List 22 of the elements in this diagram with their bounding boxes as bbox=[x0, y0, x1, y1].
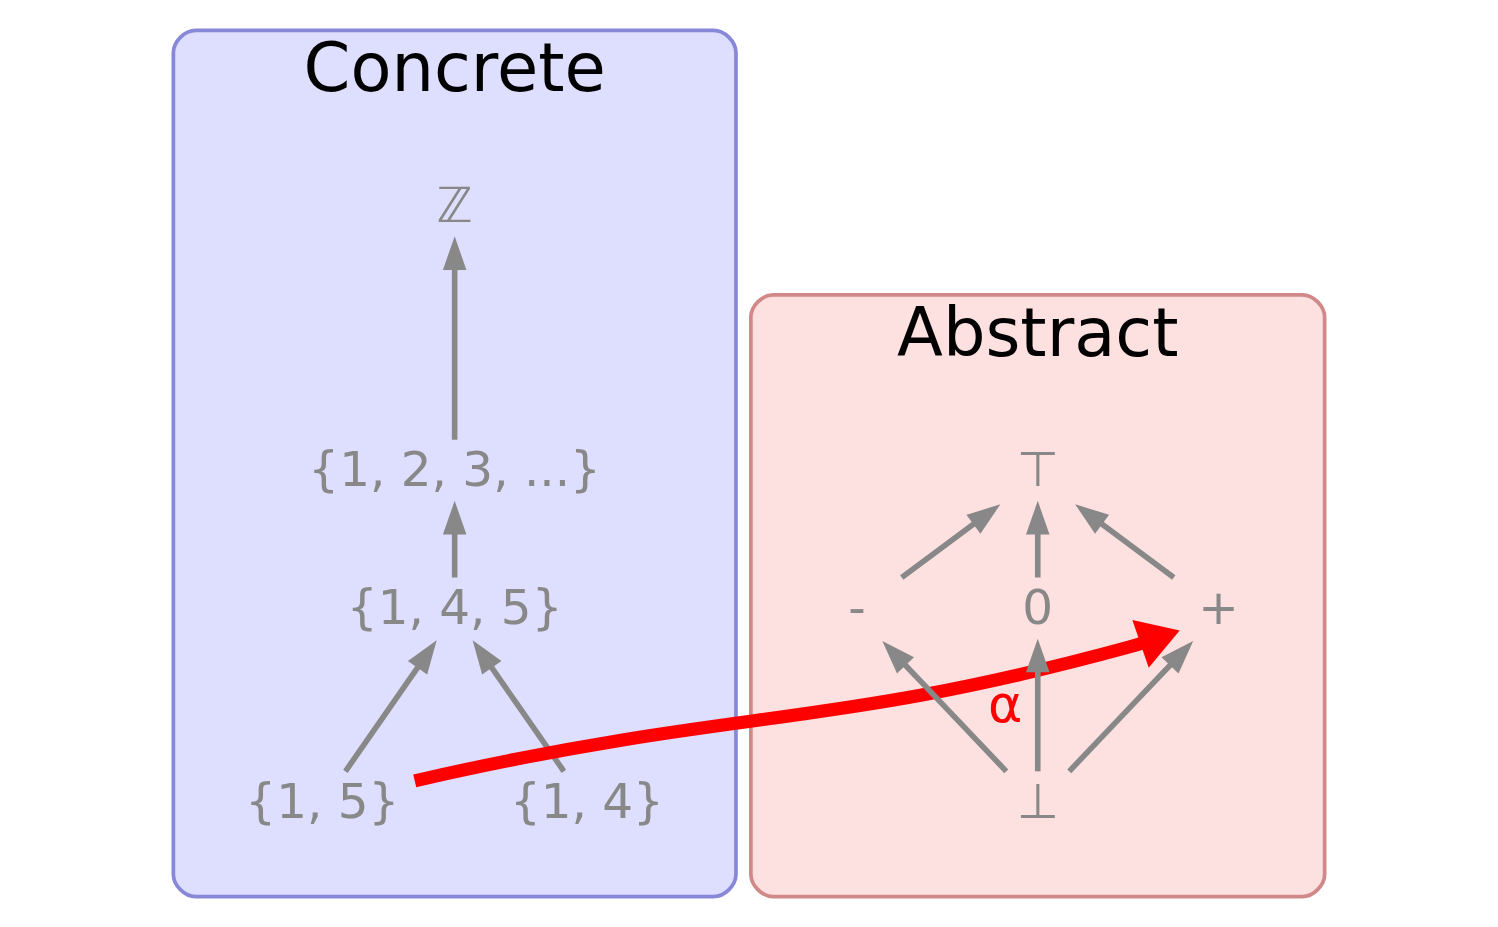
arrow bbox=[1026, 638, 1050, 772]
arrow bbox=[1067, 640, 1194, 774]
node-text: {1, 4} bbox=[509, 773, 664, 830]
node-text: 0 bbox=[1022, 579, 1054, 636]
node-text: ℤ bbox=[436, 176, 473, 233]
node-text: ⊥ bbox=[1016, 773, 1059, 830]
arrow bbox=[413, 619, 1180, 788]
edge-label: α bbox=[987, 674, 1023, 735]
arrow bbox=[472, 640, 567, 773]
node-text: {1, 2, 3, ...} bbox=[308, 441, 601, 498]
node-text: + bbox=[1198, 579, 1239, 636]
arrow bbox=[442, 500, 467, 578]
arrow bbox=[442, 236, 467, 440]
arrow bbox=[1075, 504, 1176, 580]
arrow bbox=[882, 641, 1009, 774]
arrow bbox=[1026, 500, 1050, 578]
node-text: ⊤ bbox=[1016, 441, 1059, 498]
node-text: {1, 5} bbox=[245, 773, 400, 830]
node-text: - bbox=[848, 579, 866, 636]
arrow bbox=[343, 640, 437, 773]
arrow bbox=[900, 504, 1001, 580]
node-text: {1, 4, 5} bbox=[346, 579, 563, 636]
